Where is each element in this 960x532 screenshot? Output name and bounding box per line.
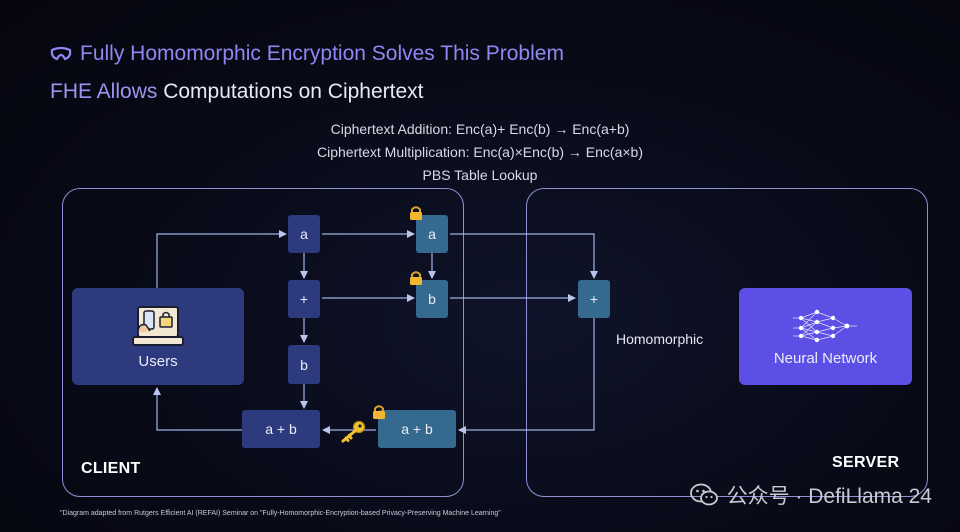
- server-panel: [526, 188, 928, 497]
- neural-network-icon: [792, 309, 857, 343]
- server-label: SERVER: [832, 454, 900, 471]
- encrypted-box-sum: a + b: [378, 410, 456, 448]
- lock-icon: [410, 271, 422, 285]
- encrypted-box-a: a: [416, 215, 448, 253]
- client-label: CLIENT: [81, 460, 141, 477]
- watermark-text: 公众号 · DefiLlama 24: [726, 485, 932, 508]
- watermark: 公众号 · DefiLlama 24: [689, 480, 932, 510]
- homomorphic-label: Homomorphic: [616, 331, 704, 347]
- subtitle-rest: Computations on Ciphertext: [157, 80, 424, 103]
- neural-network-label: Neural Network: [773, 350, 878, 367]
- mask-icon: [50, 47, 72, 61]
- lock-icon: [410, 206, 422, 220]
- equation-multiplication: Ciphertext Multiplication: Enc(a)×Enc(b)…: [316, 144, 644, 160]
- users-laptop-icon: [132, 306, 184, 346]
- client-box-plus: +: [288, 280, 320, 318]
- users-label: Users: [138, 353, 178, 370]
- slide-subtitle: FHE Allows Computations on Ciphertext: [50, 80, 424, 104]
- subtitle-accent: FHE Allows: [50, 80, 158, 103]
- footnote: "Diagram adapted from Rutgers Efficient …: [60, 510, 501, 517]
- slide-title: Fully Homomorphic Encryption Solves This…: [50, 42, 564, 66]
- client-box-b: b: [288, 345, 320, 384]
- arrow-server-plus-to-enc-sum: [458, 318, 595, 434]
- client-box-sum: a + b: [242, 410, 320, 448]
- title-text: Fully Homomorphic Encryption Solves This…: [80, 42, 564, 65]
- encrypted-box-b: b: [416, 280, 448, 318]
- equation-pbs: PBS Table Lookup: [422, 167, 538, 183]
- client-panel: [62, 188, 464, 497]
- client-box-a: a: [288, 215, 320, 253]
- users-box: Users: [72, 288, 244, 385]
- server-box-plus: +: [578, 280, 610, 318]
- arrow-sum-to-users: [153, 387, 242, 431]
- arrow-users-to-a: [156, 230, 287, 288]
- key-icon: [341, 420, 366, 443]
- neural-network-box: Neural Network: [739, 288, 912, 385]
- wechat-icon: [689, 483, 718, 506]
- equation-addition: Ciphertext Addition: Enc(a)+ Enc(b) → En…: [330, 121, 630, 137]
- lock-icon: [373, 405, 385, 419]
- arrow-enc-a-to-server-plus: [450, 233, 598, 279]
